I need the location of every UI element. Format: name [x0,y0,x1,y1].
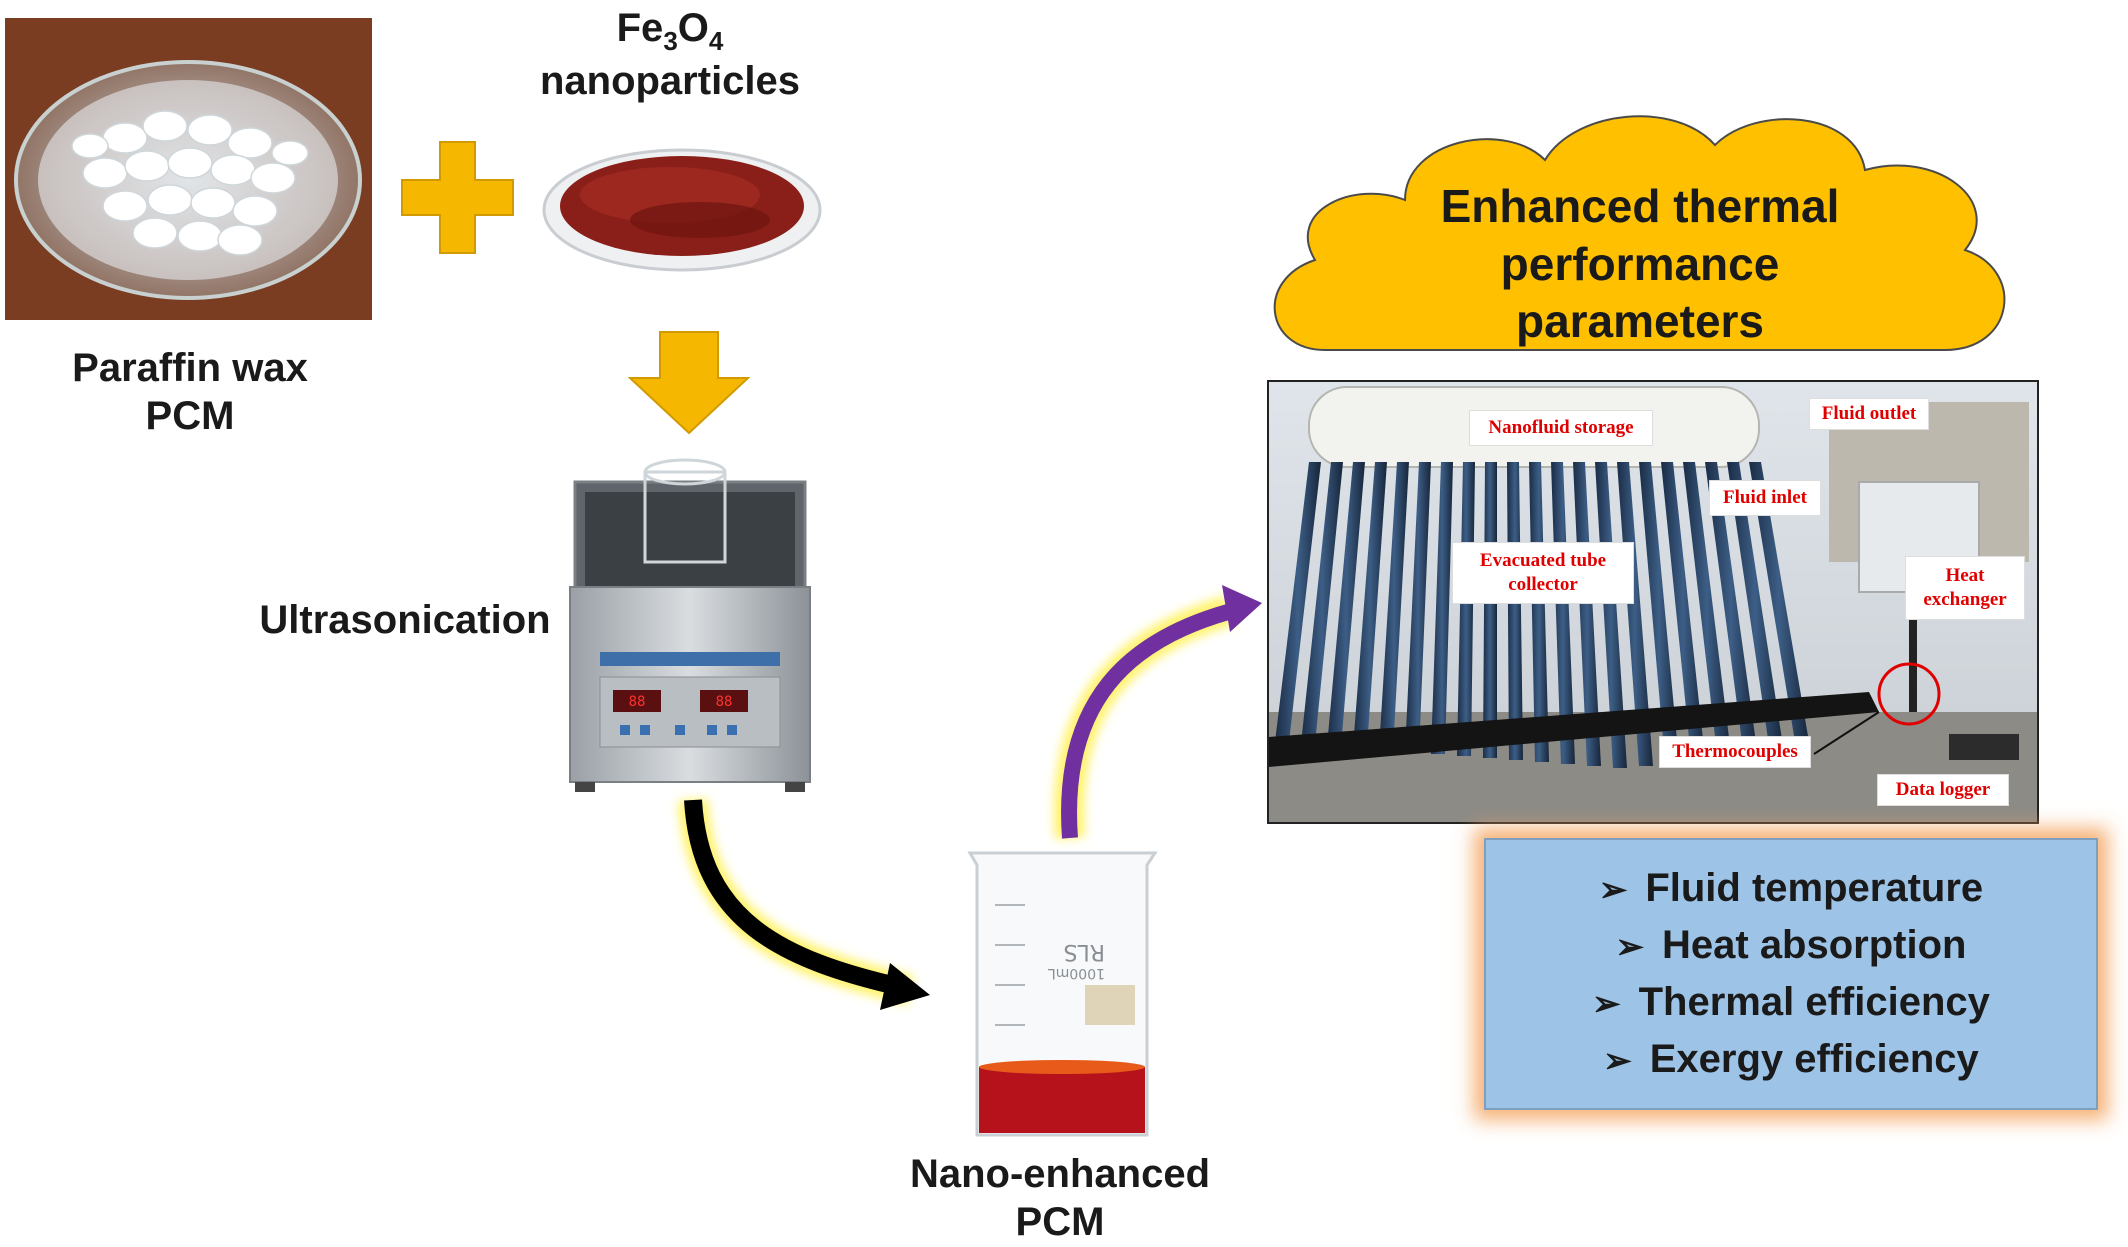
param-label: Thermal efficiency [1638,980,1990,1024]
down-arrow-icon [627,330,751,435]
fe3o4-label-line2: nanoparticles [539,59,801,104]
svg-text:88: 88 [629,694,646,710]
performance-parameters-box: ➢Fluid temperature ➢Heat absorption ➢The… [1484,838,2098,1110]
svg-text:88: 88 [716,694,733,710]
param-item: ➢ Thermal efficiency [1592,980,1990,1025]
paraffin-label-line1: Paraffin wax [72,346,308,390]
arrow-bullet-icon: ➢ [1603,1042,1632,1080]
heat-line2: exchanger [1923,589,2007,610]
arrow-bullet-icon: ➢ [1615,928,1645,966]
cloud-line3: parameters [1515,295,1765,347]
nano-enhanced-pcm-label: Nano-enhanced PCM [880,1150,1240,1246]
cloud-text: Enhanced thermal performance parameters [1245,178,2035,351]
param-item: ➢ Exergy efficiency [1603,1037,1979,1082]
label-evacuated-tube-collector: Evacuated tube collector [1452,542,1634,604]
paraffin-wax-photo [5,18,372,320]
label-nanofluid-storage: Nanofluid storage [1469,410,1653,446]
param-item: ➢ Heat absorption [1616,923,1967,968]
fe3o4-label: Fe3O4 nanoparticles [505,4,835,105]
plus-icon [400,140,515,255]
o-symbol: O [677,6,709,50]
label-fluid-outlet: Fluid outlet [1809,398,1929,430]
heat-line1: Heat [1945,565,1985,587]
ultrasonic-bath: 88 88 [555,452,825,794]
nanoparticle-dish [540,140,825,275]
param-item: ➢ Fluid temperature [1599,866,1983,911]
evacuated-line2: collector [1508,574,1578,595]
fe3o4-formula: Fe3O4 [505,4,835,57]
curved-arrow-icon [678,798,930,1010]
param-label: Exergy efficiency [1649,1037,1979,1081]
param-label: Fluid temperature [1645,866,1984,910]
curved-arrow-icon [1054,585,1262,840]
ultrasonication-label: Ultrasonication [259,598,551,642]
label-thermocouples: Thermocouples [1659,736,1811,768]
paraffin-wax-label: Paraffin wax PCM [30,344,350,440]
beaker-volume-text: 1000mL [1048,965,1105,981]
label-heat-exchanger: Heat exchanger [1905,556,2025,620]
param-label: Heat absorption [1662,923,1967,967]
evacuated-line1: Evacuated tube [1479,550,1607,572]
performance-cloud: Enhanced thermal performance parameters [1245,100,2035,390]
paraffin-label-line2: PCM [145,394,235,438]
product-label-line2: PCM [1015,1200,1105,1244]
label-data-logger: Data logger [1877,774,2009,806]
o-subscript: 4 [708,26,724,56]
fe-symbol: Fe [616,6,664,50]
arrow-bullet-icon: ➢ [1598,871,1628,909]
fe-subscript: 3 [663,26,678,56]
cloud-line2: performance [1500,237,1780,290]
beaker-brand-text: RLS [1063,939,1105,964]
cloud-line1: Enhanced thermal [1440,180,1840,232]
beaker: RLS 1000mL [955,845,1170,1145]
label-fluid-inlet: Fluid inlet [1709,480,1821,516]
product-label-line1: Nano-enhanced [909,1152,1211,1196]
solar-collector-photo: Nanofluid storage Fluid outlet Fluid inl… [1267,380,2039,824]
arrow-bullet-icon: ➢ [1592,985,1621,1023]
